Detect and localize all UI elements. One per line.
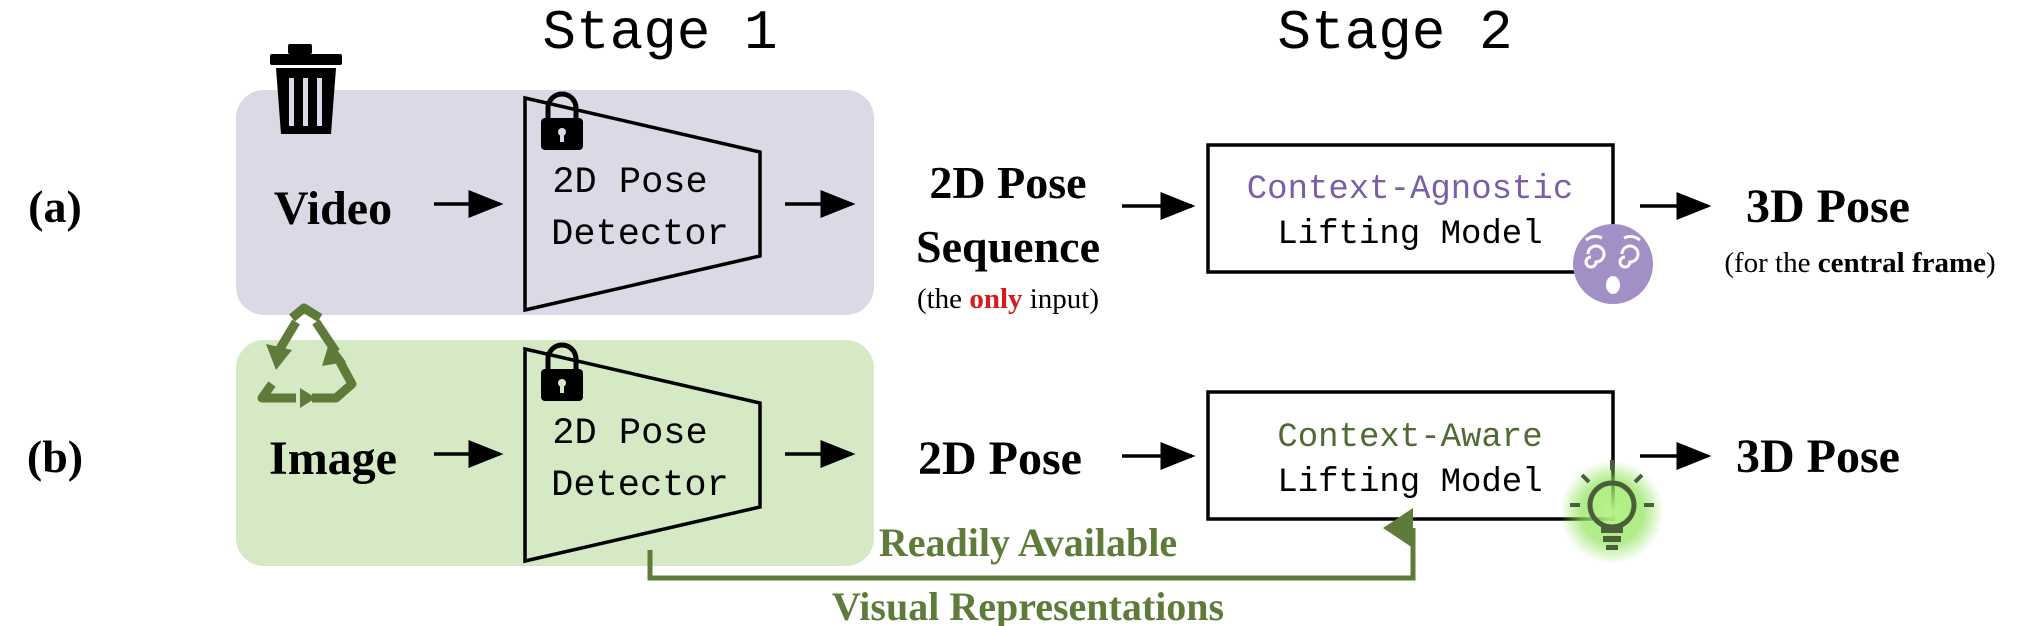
- row-b-detector-line2: Detector: [551, 465, 729, 507]
- feature-link-arrow: [647, 508, 1416, 581]
- row-a-pose-note: (the only input): [917, 283, 1099, 315]
- feature-link-label-1: Readily Available: [879, 520, 1177, 565]
- row-b-label: (b): [27, 431, 83, 482]
- row-a-lifting-rest: Lifting Model: [1277, 216, 1542, 254]
- dizzy-face-icon: [1573, 224, 1653, 304]
- row-b-input: Image: [269, 432, 397, 485]
- row-a-lifting-box: [1206, 143, 1615, 274]
- lock-icon: [541, 342, 583, 401]
- row-a-pose-line1: 2D Pose: [929, 157, 1086, 208]
- stage-1-title: Stage 1: [542, 1, 777, 65]
- feature-link-label-2: Visual Representations: [832, 584, 1224, 626]
- row-a-output-note: (for the central frame): [1724, 247, 1995, 279]
- row-a-lifting-kind: Context-Agnostic: [1247, 171, 1573, 209]
- row-b-lifting-box: [1206, 390, 1615, 521]
- lock-icon: [541, 91, 583, 150]
- row-a-stage1-panel: [236, 90, 874, 315]
- stage-2-title: Stage 2: [1277, 1, 1512, 65]
- row-b-lifting-rest: Lifting Model: [1277, 464, 1542, 502]
- row-b-lifting-kind: Context-Aware: [1277, 419, 1542, 457]
- row-b-stage1-panel: [236, 340, 874, 566]
- row-a-detector-line1: 2D Pose: [552, 162, 707, 204]
- trash-icon: [270, 44, 342, 134]
- row-b-detector-line1: 2D Pose: [552, 413, 707, 455]
- row-a-detector-shape: [523, 95, 762, 313]
- row-a-input: Video: [274, 182, 392, 235]
- row-b-output: 3D Pose: [1736, 430, 1900, 483]
- row-b-pose: 2D Pose: [918, 432, 1082, 485]
- row-a-detector-line2: Detector: [551, 214, 729, 256]
- row-a-pose-line2: Sequence: [916, 221, 1100, 272]
- lightbulb-icon: [1560, 460, 1664, 564]
- row-a-label: (a): [28, 181, 82, 232]
- row-b-detector-shape: [523, 346, 762, 564]
- row-a-output: 3D Pose: [1746, 180, 1910, 233]
